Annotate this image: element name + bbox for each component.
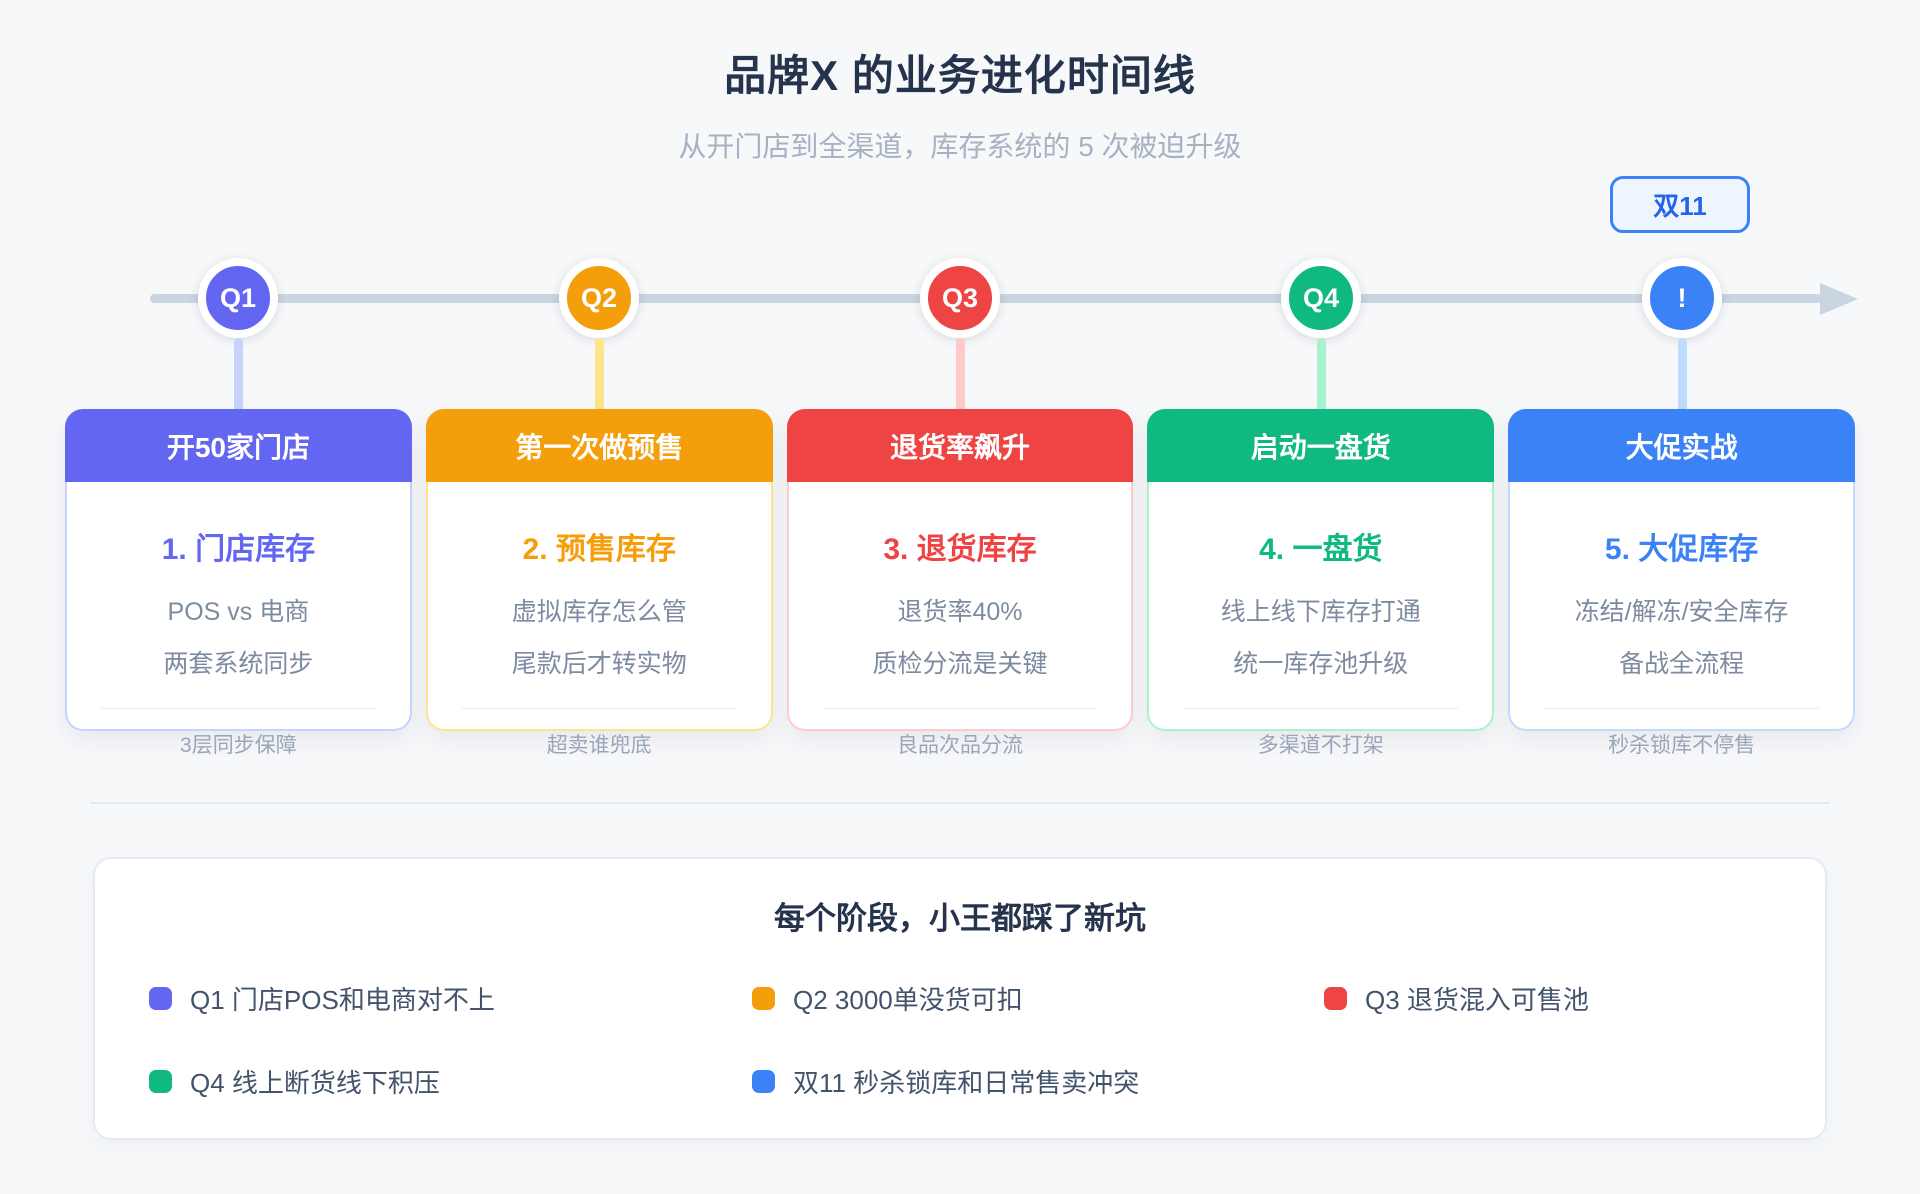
stage-card-5-body: 5. 大促库存 冻结/解冻/安全库存 备战全流程 秒杀锁库不停售 [1508, 482, 1855, 757]
legend-swatch-q4 [149, 1070, 172, 1093]
stage-card-4-line2: 统一库存池升级 [1233, 650, 1409, 678]
legend-swatch-double11 [752, 1070, 775, 1093]
legend-item-q2: Q2 3000单没货可扣 [752, 980, 1324, 1017]
promo-badge-label: 双11 [1653, 191, 1707, 221]
stage-card-2-title: 2. 预售库存 [522, 533, 676, 566]
pitfalls-panel-title: 每个阶段，小王都踩了新坑 [774, 901, 1146, 936]
marker-circle-q1: Q1 [198, 258, 278, 338]
stage-card-2-header-label: 第一次做预售 [515, 431, 684, 463]
timeline-marker-q2: Q2 [559, 258, 639, 412]
section-divider [90, 802, 1830, 804]
stage-card-4-footer: 多渠道不打架 [1183, 708, 1459, 759]
pitfalls-legend: Q1 门店POS和电商对不上 Q2 3000单没货可扣 Q3 退货混入可售池 Q… [149, 980, 1825, 1100]
stage-card-1-body: 1. 门店库存 POS vs 电商 两套系统同步 3层同步保障 [65, 482, 412, 757]
marker-circle-q4: Q4 [1281, 258, 1361, 338]
stage-card-1: 开50家门店 1. 门店库存 POS vs 电商 两套系统同步 3层同步保障 [65, 409, 412, 757]
marker-label-q4: Q4 [1302, 282, 1340, 313]
promo-badge-double11: 双11 [1610, 176, 1750, 233]
stage-card-2-line1: 虚拟库存怎么管 [511, 598, 687, 626]
stage-card-1-line2: 两套系统同步 [163, 650, 314, 678]
stage-card-2-header: 第一次做预售 [425, 409, 773, 482]
marker-stem-q2 [594, 338, 604, 412]
stage-card-5-footer: 秒杀锁库不停售 [1544, 708, 1819, 759]
legend-label-q1: Q1 门店POS和电商对不上 [190, 985, 495, 1015]
timeline-marker-alert: ! [1642, 258, 1722, 412]
marker-circle-q3: Q3 [920, 258, 1000, 338]
stage-card-2-footer: 超卖谁兜底 [461, 708, 737, 759]
legend-swatch-q2 [752, 987, 775, 1010]
timeline-marker-q4: Q4 [1281, 258, 1361, 412]
legend-label-double11: 双11 秒杀锁库和日常售卖冲突 [793, 1068, 1140, 1098]
marker-label-q3: Q3 [941, 282, 979, 313]
marker-label-q1: Q1 [219, 282, 257, 313]
timeline-marker-q1: Q1 [198, 258, 278, 412]
stage-card-5-header-label: 大促实战 [1625, 431, 1738, 463]
page-subtitle: 从开门店到全渠道，库存系统的 5 次被迫升级 [678, 131, 1242, 162]
stage-card-1-header-label: 开50家门店 [166, 431, 310, 463]
timeline-marker-q3: Q3 [920, 258, 1000, 412]
stage-card-3-title: 3. 退货库存 [883, 533, 1037, 566]
legend-swatch-q3 [1324, 987, 1347, 1010]
stage-card-3-header: 退货率飙升 [786, 409, 1134, 482]
stage-card-2-line2: 尾款后才转实物 [511, 650, 687, 678]
marker-stem-q3 [955, 338, 965, 412]
stage-card-3-footer: 良品次品分流 [822, 708, 1098, 759]
stage-card-3-line1: 退货率40% [897, 598, 1023, 626]
stage-cards-row: 开50家门店 1. 门店库存 POS vs 电商 两套系统同步 3层同步保障 第… [65, 409, 1855, 757]
legend-item-q1: Q1 门店POS和电商对不上 [149, 980, 752, 1017]
stage-card-4-body: 4. 一盘货 线上线下库存打通 统一库存池升级 多渠道不打架 [1147, 482, 1495, 757]
legend-label-q3: Q3 退货混入可售池 [1365, 985, 1589, 1015]
page-title: 品牌X 的业务进化时间线 [724, 52, 1196, 99]
page-header: 品牌X 的业务进化时间线 从开门店到全渠道，库存系统的 5 次被迫升级 [0, 42, 1920, 165]
legend-item-double11: 双11 秒杀锁库和日常售卖冲突 [752, 1063, 1324, 1100]
marker-stem-q1 [233, 338, 243, 412]
legend-label-q4: Q4 线上断货线下积压 [190, 1068, 440, 1098]
stage-card-5-line2: 备战全流程 [1619, 650, 1745, 678]
exclamation-icon: ! [1677, 282, 1687, 313]
stage-card-1-line1: POS vs 电商 [167, 598, 310, 626]
pitfalls-panel: 每个阶段，小王都踩了新坑 Q1 门店POS和电商对不上 Q2 3000单没货可扣… [93, 857, 1827, 1140]
stage-card-3-body: 3. 退货库存 退货率40% 质检分流是关键 良品次品分流 [786, 482, 1134, 757]
marker-label-q2: Q2 [580, 282, 618, 313]
stage-card-3: 退货率飙升 3. 退货库存 退货率40% 质检分流是关键 良品次品分流 [786, 409, 1134, 757]
stage-card-1-footer: 3层同步保障 [101, 708, 376, 759]
legend-swatch-q1 [149, 987, 172, 1010]
marker-circle-q2: Q2 [559, 258, 639, 338]
stage-card-2-body: 2. 预售库存 虚拟库存怎么管 尾款后才转实物 超卖谁兜底 [425, 482, 773, 757]
marker-stem-alert [1677, 338, 1687, 412]
marker-stem-q4 [1316, 338, 1326, 412]
legend-item-q3: Q3 退货混入可售池 [1324, 980, 1825, 1017]
stage-card-1-title: 1. 门店库存 [161, 533, 316, 566]
legend-item-q4: Q4 线上断货线下积压 [149, 1063, 752, 1100]
marker-circle-alert: ! [1642, 258, 1722, 338]
stage-card-4-header: 启动一盘货 [1147, 409, 1495, 482]
stage-card-3-header-label: 退货率飙升 [889, 431, 1030, 463]
timeline-arrow-icon [1820, 283, 1858, 315]
stage-card-5-line1: 冻结/解冻/安全库存 [1574, 598, 1789, 626]
stage-card-2: 第一次做预售 2. 预售库存 虚拟库存怎么管 尾款后才转实物 超卖谁兜底 [425, 409, 773, 757]
stage-card-3-line2: 质检分流是关键 [872, 650, 1048, 678]
stage-card-4-header-label: 启动一盘货 [1250, 431, 1391, 463]
stage-card-1-header: 开50家门店 [65, 409, 412, 482]
stage-card-5-title: 5. 大促库存 [1604, 533, 1759, 566]
stage-card-4-line1: 线上线下库存打通 [1220, 598, 1421, 626]
stage-card-5-header: 大促实战 [1508, 409, 1855, 482]
stage-card-4: 启动一盘货 4. 一盘货 线上线下库存打通 统一库存池升级 多渠道不打架 [1147, 409, 1495, 757]
stage-card-4-title: 4. 一盘货 [1259, 533, 1383, 566]
stage-card-5: 大促实战 5. 大促库存 冻结/解冻/安全库存 备战全流程 秒杀锁库不停售 [1508, 409, 1855, 757]
legend-label-q2: Q2 3000单没货可扣 [793, 985, 1023, 1015]
